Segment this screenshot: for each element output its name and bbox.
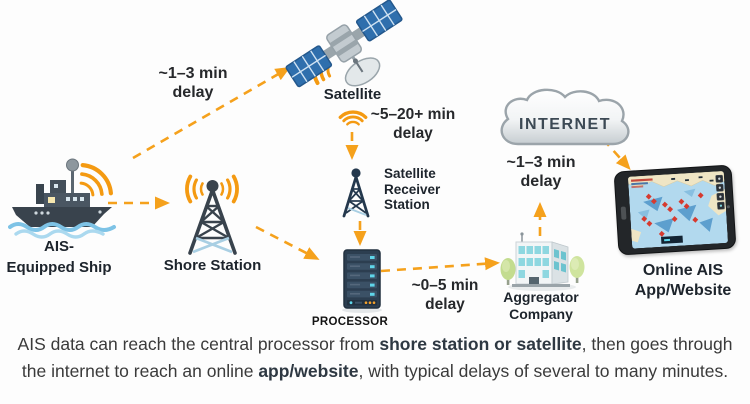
ship-label: AIS- Equipped Ship: [0, 236, 118, 278]
delay-ship-satellite: ~1–3 min delay: [140, 64, 246, 102]
caption-text: , with typical delays of several to many…: [358, 361, 729, 381]
delay-internet-app: ~1–3 min delay: [488, 153, 594, 191]
tablet-camera-icon: [726, 205, 730, 209]
receiver-label-line3: Station: [384, 197, 430, 212]
arrow-processor-to-aggregator: [380, 257, 500, 273]
caption: AIS data can reach the central processor…: [0, 331, 750, 385]
processor-label: PROCESSOR: [311, 316, 389, 328]
delay-unit: delay: [520, 173, 562, 190]
shore-tower-icon: [188, 180, 237, 255]
caption-bold-text: app/website: [258, 361, 359, 381]
delay-value: ~1–3 min: [506, 154, 576, 171]
aggregator-label-line2: Company: [509, 306, 573, 322]
caption-bold-text: shore station or satellite: [379, 334, 582, 354]
delay-value: ~5–20+ min: [370, 106, 456, 123]
tablet-home-button: [620, 206, 627, 220]
delay-unit: delay: [172, 84, 214, 101]
cloud-icon: INTERNET: [500, 88, 630, 146]
online-app-label: Online AIS App/Website: [622, 261, 744, 301]
aggregator-label: Aggregator Company: [495, 289, 587, 323]
delay-processor-aggregator: ~0–5 min delay: [402, 276, 488, 314]
shore-station-label: Shore Station: [163, 257, 262, 274]
ship-label-line1: AIS-: [44, 238, 74, 255]
receiver-tower-icon: [342, 168, 370, 218]
delay-unit: delay: [393, 125, 433, 142]
office-building-icon: [500, 232, 585, 291]
receiver-label-line1: Satellite: [384, 166, 436, 181]
aggregator-label-line1: Aggregator: [503, 289, 579, 305]
receiver-label-line2: Receiver: [384, 181, 441, 197]
caption-text: the internet to reach an online: [21, 361, 259, 381]
internet-label: INTERNET: [519, 116, 611, 133]
delay-value: ~0–5 min: [411, 277, 479, 294]
satellite-label: Satellite: [323, 86, 382, 103]
online-app-label-line1: Online AIS: [642, 262, 724, 279]
online-app-label-line2: App/Website: [634, 282, 732, 299]
tablet-screen-map: [627, 170, 729, 249]
caption-line2: the internet to reach an online app/webs…: [0, 358, 750, 385]
delay-value: ~1–3 min: [158, 65, 228, 82]
caption-text: AIS data can reach the central processor…: [17, 334, 380, 354]
ship-icon: [8, 158, 116, 239]
caption-text: , then goes through: [581, 334, 733, 354]
radio-waves-icon: [338, 110, 368, 126]
delay-unit: delay: [425, 296, 465, 313]
receiver-station-label: Satellite Receiver Station: [384, 166, 474, 213]
arrow-shore-to-processor: [255, 225, 320, 260]
server-icon: [342, 249, 382, 313]
delay-satellite-receiver: ~5–20+ min delay: [363, 105, 463, 143]
caption-line1: AIS data can reach the central processor…: [0, 331, 750, 358]
satellite-icon: [285, 0, 403, 88]
ship-label-line2: Equipped Ship: [6, 259, 112, 276]
tablet-map-icon: [613, 164, 737, 256]
